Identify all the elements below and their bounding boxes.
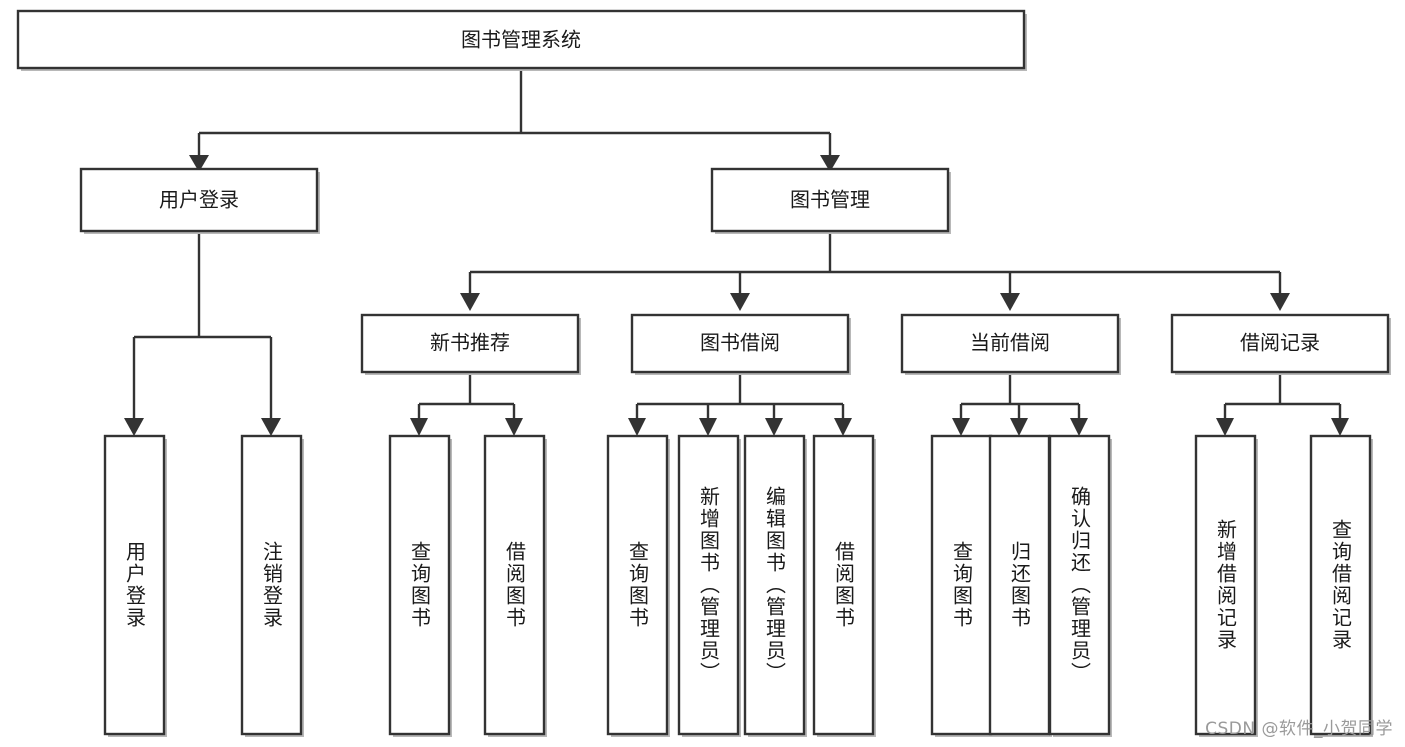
node-rect bbox=[240, 434, 303, 736]
arrow-head-icon bbox=[765, 418, 783, 436]
node-user-login[interactable]: 用户登录 bbox=[79, 167, 320, 234]
node-label: 当前借阅 bbox=[970, 331, 1050, 355]
node-rect bbox=[103, 434, 166, 736]
node-rect bbox=[930, 434, 993, 736]
connectors-layer bbox=[132, 68, 1342, 421]
node-rect bbox=[1170, 313, 1390, 374]
arrow-head-icon bbox=[505, 418, 523, 436]
watermark-text: CSDN @软件_小贺同学 bbox=[1205, 719, 1393, 739]
node-rect bbox=[16, 9, 1026, 70]
node-label: 用户登录 bbox=[159, 188, 239, 212]
node-rect bbox=[1048, 434, 1111, 736]
node-label: 借阅记录 bbox=[1240, 331, 1320, 355]
arrow-head-icon bbox=[1070, 418, 1088, 436]
arrow-head-icon bbox=[410, 418, 428, 436]
node-rect bbox=[1194, 434, 1257, 736]
arrow-head-icon bbox=[820, 155, 840, 172]
node-root[interactable]: 图书管理系统 bbox=[16, 9, 1027, 71]
node-rect bbox=[988, 434, 1051, 736]
node-rect bbox=[900, 313, 1120, 374]
arrow-head-icon bbox=[834, 418, 852, 436]
node-rect bbox=[79, 167, 319, 233]
node-leaf-query-record[interactable] bbox=[1309, 434, 1373, 737]
arrow-head-icon bbox=[1331, 418, 1349, 436]
node-rect bbox=[483, 434, 546, 736]
node-leaf-query-book-1[interactable] bbox=[388, 434, 452, 737]
connector-borrowrecord-to-leaves bbox=[1223, 375, 1342, 421]
node-book-management[interactable]: 图书管理 bbox=[710, 167, 951, 234]
arrow-head-icon bbox=[189, 155, 209, 172]
arrow-head-icon bbox=[1000, 293, 1020, 311]
node-new-book-recommend[interactable]: 新书推荐 bbox=[360, 313, 581, 375]
node-label: 图书借阅 bbox=[700, 331, 780, 355]
arrow-head-icon bbox=[1216, 418, 1234, 436]
connector-currentborrow-to-leaves bbox=[959, 375, 1081, 421]
arrow-head-icon bbox=[460, 293, 480, 311]
node-label: 图书管理 bbox=[790, 188, 870, 212]
arrow-head-icon bbox=[730, 293, 750, 311]
node-rect bbox=[677, 434, 740, 736]
arrow-head-icon bbox=[261, 418, 281, 436]
connector-root-to-level2 bbox=[197, 68, 832, 158]
node-rect bbox=[360, 313, 580, 374]
node-rect bbox=[1309, 434, 1372, 736]
node-rect bbox=[743, 434, 806, 736]
arrow-head-icon bbox=[1270, 293, 1290, 311]
node-leaf-add-record[interactable] bbox=[1194, 434, 1258, 737]
node-leaf-confirm-return[interactable] bbox=[1048, 434, 1112, 737]
node-label: 图书管理系统 bbox=[461, 28, 581, 52]
node-leaf-query-book-3[interactable] bbox=[930, 434, 994, 737]
node-leaf-borrow-book-1[interactable] bbox=[483, 434, 547, 737]
connector-bookmgmt-to-level3 bbox=[468, 232, 1282, 296]
node-borrow-record[interactable]: 借阅记录 bbox=[1170, 313, 1391, 375]
connector-userlogin-to-leaves bbox=[132, 232, 273, 421]
node-rect bbox=[710, 167, 950, 233]
node-leaf-query-book-2[interactable] bbox=[606, 434, 670, 737]
node-book-borrow[interactable]: 图书借阅 bbox=[630, 313, 851, 375]
arrow-head-icon bbox=[952, 418, 970, 436]
arrow-head-icon bbox=[699, 418, 717, 436]
node-leaf-user-logout[interactable] bbox=[240, 434, 304, 737]
arrow-head-icon bbox=[124, 418, 144, 436]
node-label: 新书推荐 bbox=[430, 331, 510, 355]
node-rect bbox=[812, 434, 875, 736]
node-leaf-add-book[interactable] bbox=[677, 434, 741, 737]
arrowheads-layer bbox=[124, 155, 1349, 436]
node-leaf-borrow-book-2[interactable] bbox=[812, 434, 876, 737]
connector-bookborrow-to-leaves bbox=[635, 375, 845, 421]
arrow-head-icon bbox=[628, 418, 646, 436]
node-rect bbox=[606, 434, 669, 736]
arrow-head-icon bbox=[1010, 418, 1028, 436]
node-leaf-edit-book[interactable] bbox=[743, 434, 807, 737]
connector-newbook-to-leaves bbox=[417, 375, 516, 421]
node-leaf-return-book[interactable] bbox=[988, 434, 1052, 737]
node-rect bbox=[388, 434, 451, 736]
node-leaf-user-login[interactable] bbox=[103, 434, 167, 737]
node-rect bbox=[630, 313, 850, 374]
nodes-layer: 图书管理系统 用户登录 图书管理 新书推荐 bbox=[16, 9, 1391, 737]
node-current-borrow[interactable]: 当前借阅 bbox=[900, 313, 1121, 375]
